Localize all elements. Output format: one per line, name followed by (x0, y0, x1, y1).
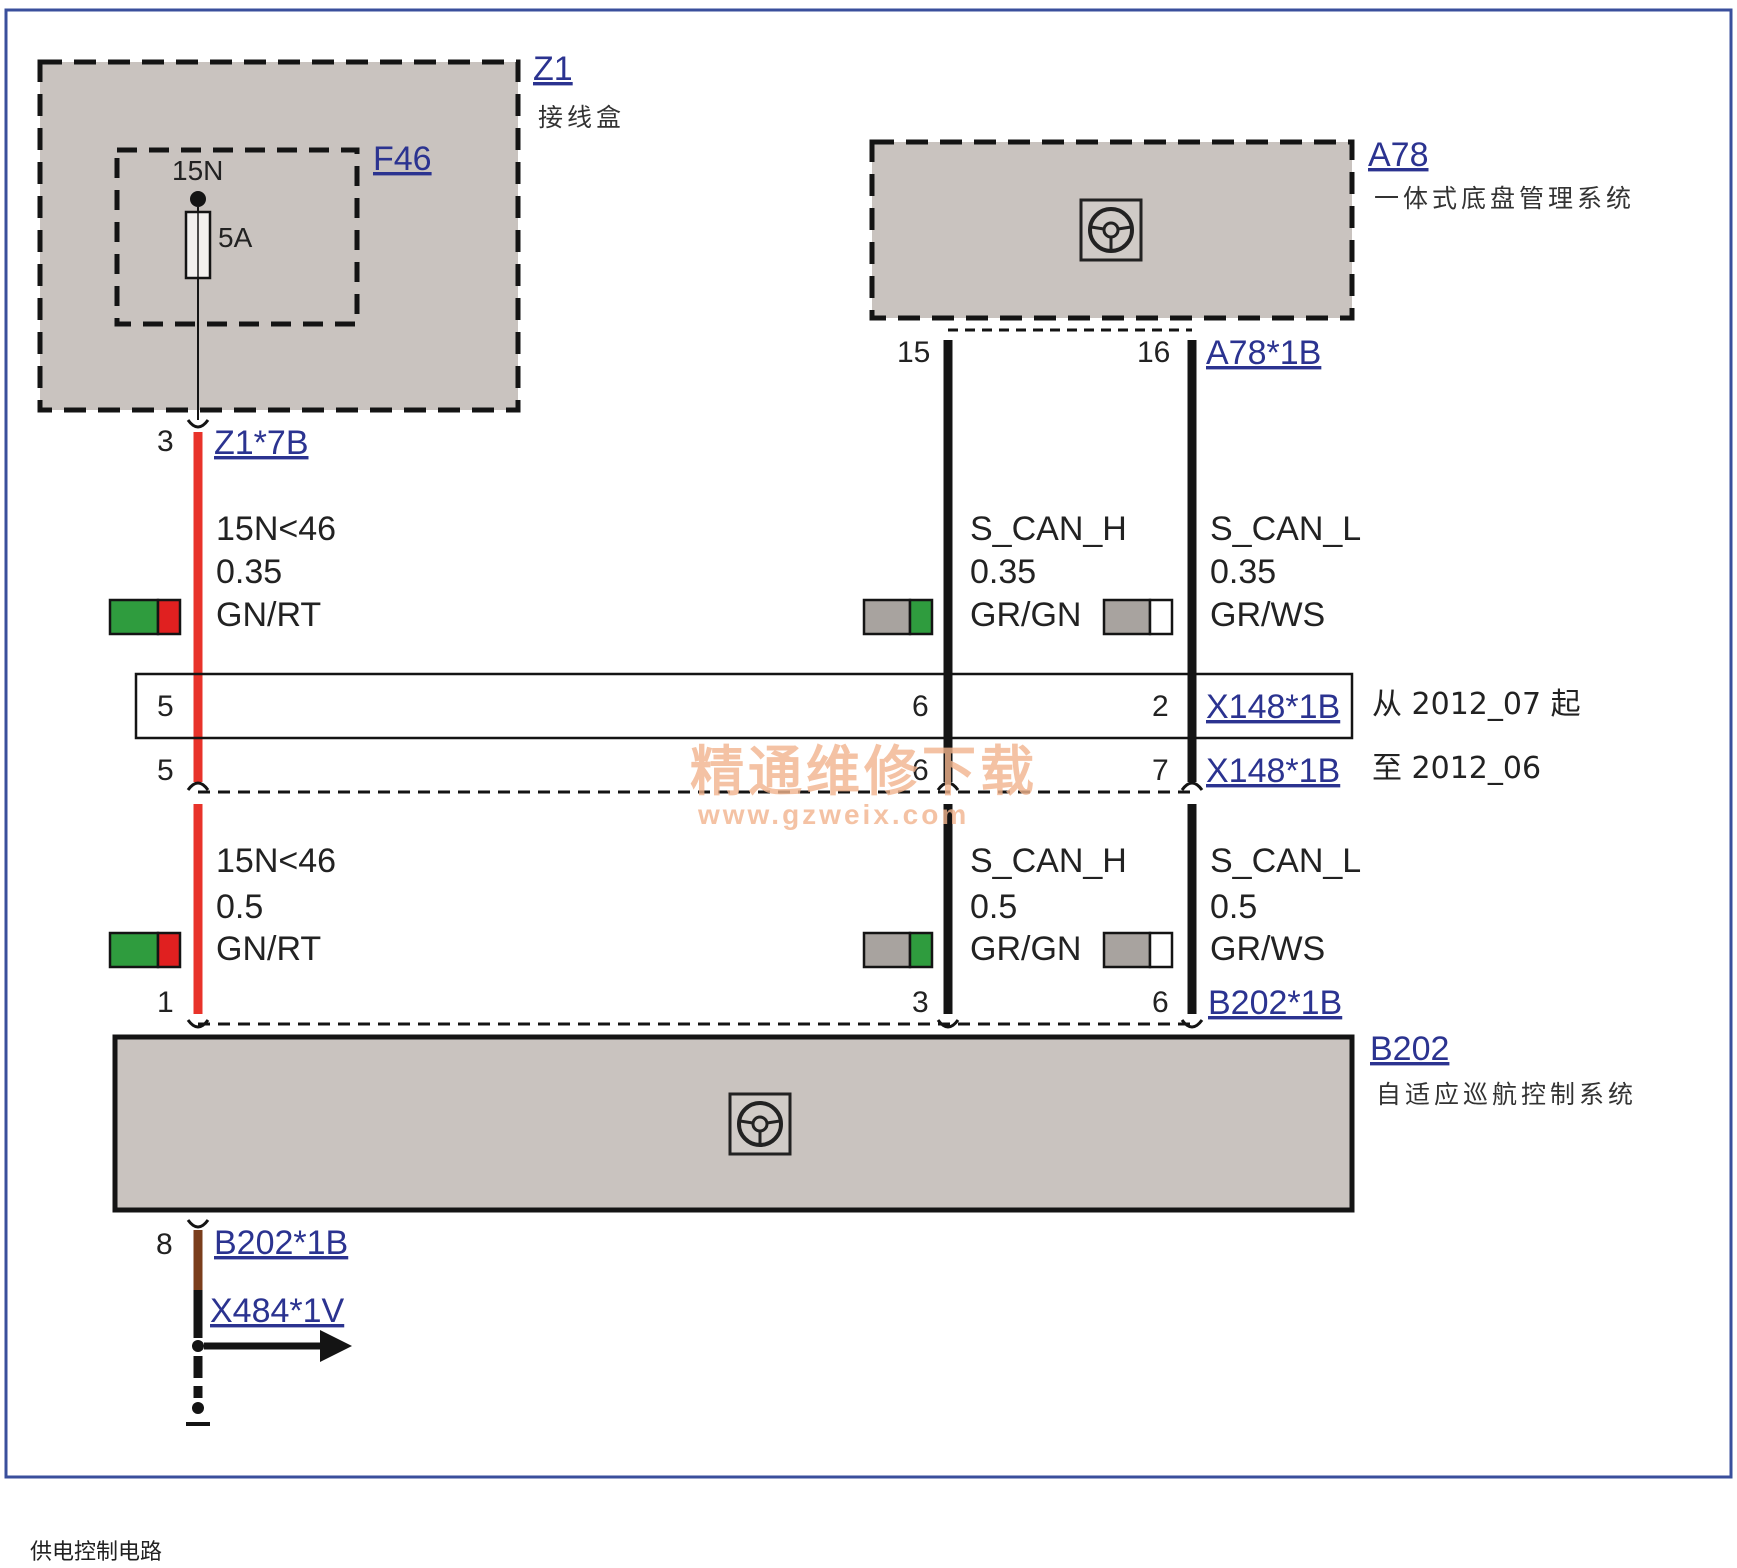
can-h-size-upper: 0.35 (970, 553, 1036, 591)
f46-terminal-label: 15N (172, 155, 223, 186)
b202-id-link[interactable]: B202 (1370, 1030, 1449, 1068)
x148-new-pin-power: 5 (157, 690, 174, 723)
z1-7b-connector-link[interactable]: Z1*7B (214, 424, 309, 462)
can-l-color-upper: GR/WS (1210, 596, 1325, 634)
b202-1b-connector-link[interactable]: B202*1B (1208, 984, 1342, 1022)
can-h-signal-upper: S_CAN_H (970, 510, 1127, 548)
fuse-terminal-dot (190, 191, 206, 207)
f46-fuse-block[interactable] (114, 147, 360, 327)
power-signal-upper: 15N<46 (216, 510, 336, 548)
x148-new-pin-can-l: 2 (1152, 690, 1169, 723)
pin-fork (186, 419, 210, 429)
splice-dot (192, 1340, 204, 1352)
color-swatch-gr-gn (862, 598, 934, 636)
x148-connector-new[interactable] (134, 672, 1354, 740)
x148-new-note: 从 2012_07 起 (1372, 687, 1581, 722)
steering-wheel-icon (1079, 198, 1143, 262)
can-h-color-upper: GR/GN (970, 596, 1081, 634)
color-swatch-gr-gn (862, 931, 934, 969)
x148-old-pin-can-l: 7 (1152, 754, 1169, 787)
b202-name: 自适应巡航控制系统 (1376, 1080, 1637, 1109)
color-swatch-gn-rt (108, 931, 182, 969)
b202-1b-pin-can-l: 6 (1152, 986, 1169, 1019)
can-l-signal-upper: S_CAN_L (1210, 510, 1361, 548)
b202-1b-gnd-connector-link[interactable]: B202*1B (214, 1224, 348, 1262)
watermark-url: www.gzweix.com (697, 799, 969, 830)
b202-1b-gnd-pin: 8 (156, 1228, 173, 1261)
b202-1b-pin-power: 1 (157, 986, 174, 1019)
figure-caption: 供电控制电路 (30, 1540, 163, 1565)
z1-id-link[interactable]: Z1 (533, 50, 573, 88)
steering-wheel-icon (728, 1092, 792, 1156)
x484-connector-link[interactable]: X484*1V (210, 1292, 345, 1330)
f46-rating-label: 5A (218, 222, 253, 253)
x148-old-pin-power: 5 (157, 754, 174, 787)
power-signal-lower: 15N<46 (216, 842, 336, 880)
x148-old-note: 至 2012_06 (1372, 751, 1541, 786)
z1-junction-box[interactable] (37, 59, 521, 413)
can-l-signal-lower: S_CAN_L (1210, 842, 1361, 880)
color-swatch-gn-rt (108, 598, 182, 636)
can-h-signal-lower: S_CAN_H (970, 842, 1127, 880)
can-h-color-lower: GR/GN (970, 930, 1081, 968)
a78-pin-15: 15 (897, 336, 930, 369)
color-swatch-gr-ws (1102, 931, 1174, 969)
power-size-lower: 0.5 (216, 888, 263, 926)
power-color-upper: GN/RT (216, 596, 321, 634)
a78-1b-connector-link[interactable]: A78*1B (1206, 334, 1321, 372)
b202-1b-pin-can-h: 3 (912, 986, 929, 1019)
a78-pin-16: 16 (1137, 336, 1170, 369)
z1-7b-pin: 3 (157, 425, 174, 458)
watermark-text: 精通维修下载 (690, 739, 1038, 803)
z1-name: 接线盒 (538, 103, 625, 132)
can-l-size-lower: 0.5 (1210, 888, 1257, 926)
power-color-lower: GN/RT (216, 930, 321, 968)
can-l-color-lower: GR/WS (1210, 930, 1325, 968)
pin-fork (186, 1219, 210, 1229)
can-l-size-upper: 0.35 (1210, 553, 1276, 591)
x148-new-connector-link[interactable]: X148*1B (1206, 688, 1340, 726)
x148-old-pin-can-h: 6 (912, 754, 929, 787)
arrow-right-icon[interactable] (320, 1330, 352, 1362)
x148-old-connector-link[interactable]: X148*1B (1206, 752, 1340, 790)
power-size-upper: 0.35 (216, 553, 282, 591)
can-h-size-lower: 0.5 (970, 888, 1017, 926)
f46-id-link[interactable]: F46 (373, 140, 432, 178)
a78-name: 一体式底盘管理系统 (1374, 184, 1635, 213)
x148-new-pin-can-h: 6 (912, 690, 929, 723)
color-swatch-gr-ws (1102, 598, 1174, 636)
diagram-frame (4, 8, 1733, 1479)
a78-id-link[interactable]: A78 (1368, 136, 1429, 174)
